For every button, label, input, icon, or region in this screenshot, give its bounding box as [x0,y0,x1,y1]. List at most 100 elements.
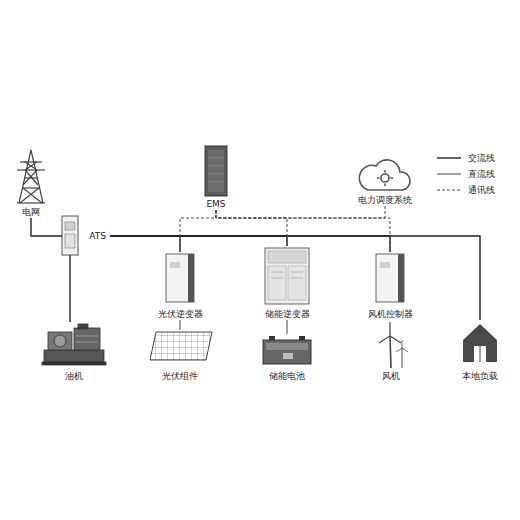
legend-row: 直流线 [436,166,495,182]
power-tower [20,161,42,162]
comm-line [180,210,216,252]
storage-inverter [271,272,283,273]
power-tower [20,188,39,203]
wind-turbine [390,336,391,368]
cloud-icon [359,160,410,190]
load-node: 本地负载 [453,320,507,382]
battery-pack [269,336,275,340]
ems-cabinet [205,146,227,196]
cloud-icon [384,184,386,187]
comm-line [216,206,385,218]
comm-line [216,210,390,252]
battery-pack [299,336,305,340]
house-icon [474,346,486,362]
inverter-node: 光伏逆变器 [148,252,212,320]
battery-pack [263,340,311,364]
node-label: ATS [89,230,106,242]
storage-inverter [291,272,303,273]
storage-inverter [268,266,286,300]
wind-turbine [402,348,408,352]
comm-line [180,210,216,252]
legend-text: 通讯线 [468,184,495,196]
node-label: EMS [194,198,238,210]
ems-cabinet [208,166,224,167]
pv-inverter [188,254,194,302]
ac-line [110,236,287,246]
ems-cabinet [208,158,224,159]
node-label: 电网 [10,206,52,218]
pv-inverter [170,262,180,268]
power-tower [17,150,45,203]
node-label: 光伏组件 [138,370,222,382]
legend-sample [437,190,461,191]
wind-turbine [402,340,403,348]
ac-line [110,236,480,320]
node-label: 风机 [364,370,418,382]
ems-node: EMS [194,144,238,210]
dc-line [180,320,181,330]
wind-turbine [379,336,390,343]
ems-cabinet [208,182,224,183]
legend: 交流线直流线通讯线 [436,150,495,198]
node-label: 本地负载 [453,370,507,382]
comm-line [216,210,287,246]
ats-switch [65,234,75,248]
legend-row: 通讯线 [436,182,495,198]
power-tower [23,170,37,185]
diesel-generator [48,332,72,350]
wind-turbine [379,322,408,368]
node-label: 储能电池 [250,370,324,382]
ats-node: ATS [60,216,106,256]
grid-node: 电网 [10,148,52,218]
battery-pack [266,343,308,350]
ems-cabinet [208,174,224,175]
ac-line [110,236,180,252]
storage-inverter [265,248,309,304]
pv-inverter [166,254,194,302]
turbine-node: 风机 [364,320,418,382]
ac-line [110,236,180,252]
node-label: 风机控制器 [358,308,422,320]
battery-pack [263,336,311,364]
wind-turbine [402,348,403,368]
cloud-icon [384,170,386,173]
dispatch-node: 电力调度系统 [348,160,422,206]
cloud-icon [377,177,380,179]
ac-line [31,218,62,236]
ats-switch [62,216,78,255]
ac-line [110,236,390,252]
cloud-icon [381,174,389,182]
power-tower [23,188,42,203]
storage-inverter [271,278,283,279]
wind-controller [380,262,390,268]
storage-inverter [268,251,306,263]
cloud-icon [391,177,394,179]
legend-sample [436,153,462,163]
ats-switch [62,216,78,255]
diesel-generator [42,362,106,365]
battery-node: 储能电池 [250,334,324,382]
ats-switch [65,222,75,230]
wind-controller [398,254,404,302]
diesel-generator [44,350,104,362]
ac-line [110,236,390,252]
wind-controller [376,254,404,302]
ac-line [31,218,62,236]
ems-cabinet [208,150,224,192]
node-label: 油机 [36,370,112,382]
power-tower [25,162,37,170]
power-tower [17,169,45,170]
wind-turbine [396,348,402,352]
storage-inverter [288,266,306,300]
inverter-node: 储能逆变器 [253,246,321,320]
power-tower [25,170,38,185]
cloud-icon [359,160,410,190]
wind-turbine [389,322,390,336]
diesel-generator [76,336,98,337]
ac-line [110,236,287,246]
legend-sample [437,173,461,174]
dc-line [179,320,180,330]
power-tower [25,162,37,170]
